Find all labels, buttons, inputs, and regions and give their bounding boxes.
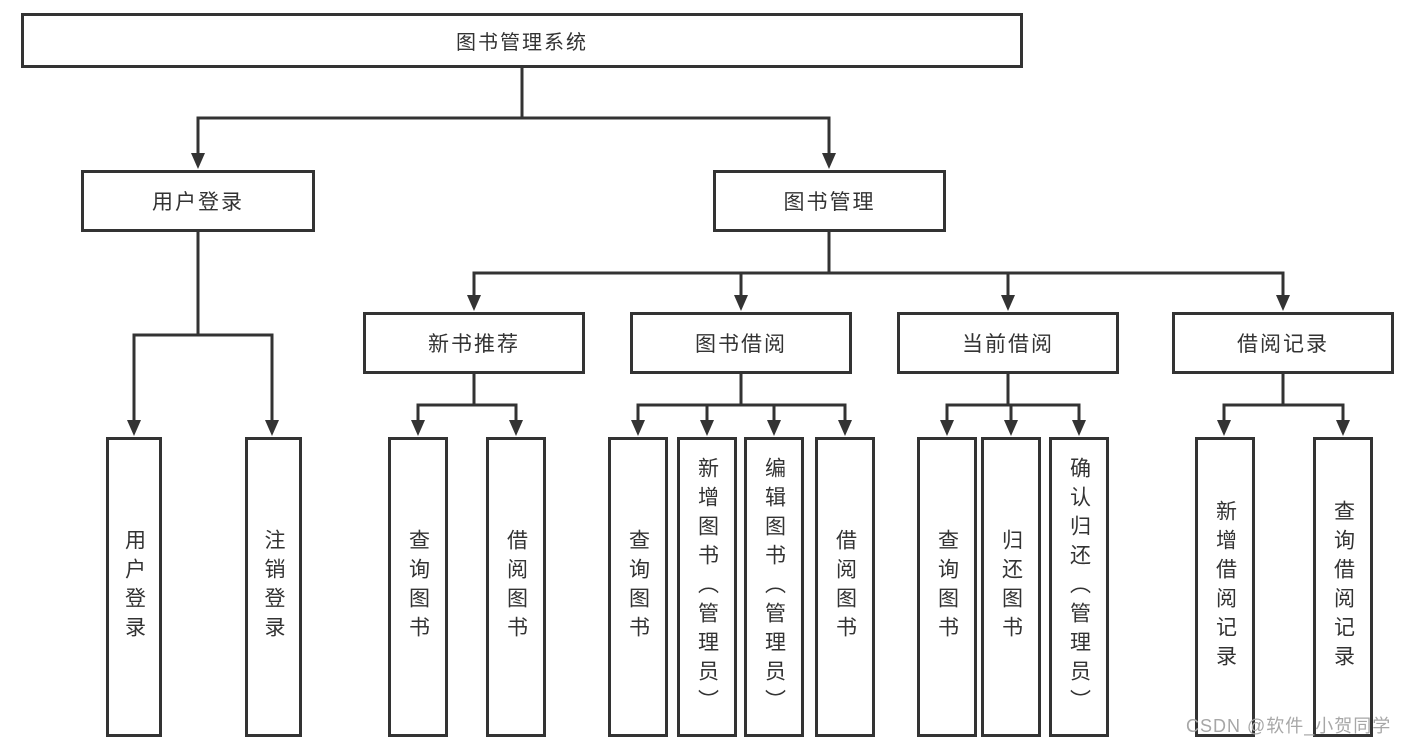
node-label: 新增借阅记录 xyxy=(1213,500,1237,674)
node-label: 查询图书 xyxy=(935,529,959,645)
node-label: 用户登录 xyxy=(152,191,244,214)
node-label: 当前借阅 xyxy=(962,333,1054,356)
node-label: 编辑图书（管理员） xyxy=(762,456,786,718)
node-current-borrow: 当前借阅 xyxy=(897,312,1119,374)
node-label: 借阅图书 xyxy=(833,529,857,645)
node-leaf-recommend-borrow-book: 借阅图书 xyxy=(486,437,546,737)
node-borrow-records: 借阅记录 xyxy=(1172,312,1394,374)
node-label: 用户登录 xyxy=(122,529,146,645)
node-leaf-logout: 注销登录 xyxy=(245,437,302,737)
node-leaf-query-borrow-record: 查询借阅记录 xyxy=(1313,437,1373,737)
node-leaf-return-book: 归还图书 xyxy=(981,437,1041,737)
node-label: 确认归还（管理员） xyxy=(1067,456,1091,718)
node-book-borrow: 图书借阅 xyxy=(630,312,852,374)
node-label: 新增图书（管理员） xyxy=(695,456,719,718)
node-user-login: 用户登录 xyxy=(81,170,315,232)
node-label: 查询图书 xyxy=(626,529,650,645)
node-book-management: 图书管理 xyxy=(713,170,946,232)
node-leaf-add-book-admin: 新增图书（管理员） xyxy=(677,437,737,737)
node-leaf-current-query-book: 查询图书 xyxy=(917,437,977,737)
node-label: 查询借阅记录 xyxy=(1331,500,1355,674)
node-library-management-system: 图书管理系统 xyxy=(21,13,1023,68)
node-label: 借阅图书 xyxy=(504,529,528,645)
node-label: 图书管理系统 xyxy=(456,32,588,54)
node-label: 图书管理 xyxy=(783,191,876,214)
node-label: 图书借阅 xyxy=(695,333,787,356)
node-leaf-borrow-book: 借阅图书 xyxy=(815,437,875,737)
node-leaf-add-borrow-record: 新增借阅记录 xyxy=(1195,437,1255,737)
node-leaf-confirm-return-admin: 确认归还（管理员） xyxy=(1049,437,1109,737)
csdn-watermark: CSDN @软件_小贺同学 xyxy=(1186,716,1392,736)
node-leaf-recommend-query-book: 查询图书 xyxy=(388,437,448,737)
node-leaf-borrow-query-book: 查询图书 xyxy=(608,437,668,737)
node-leaf-user-login: 用户登录 xyxy=(106,437,162,737)
node-label: 归还图书 xyxy=(999,529,1023,645)
node-label: 查询图书 xyxy=(406,529,430,645)
node-leaf-edit-book-admin: 编辑图书（管理员） xyxy=(744,437,804,737)
node-label: 借阅记录 xyxy=(1237,333,1329,356)
node-label: 新书推荐 xyxy=(428,333,520,356)
node-new-book-recommend: 新书推荐 xyxy=(363,312,585,374)
node-label: 注销登录 xyxy=(262,529,285,645)
